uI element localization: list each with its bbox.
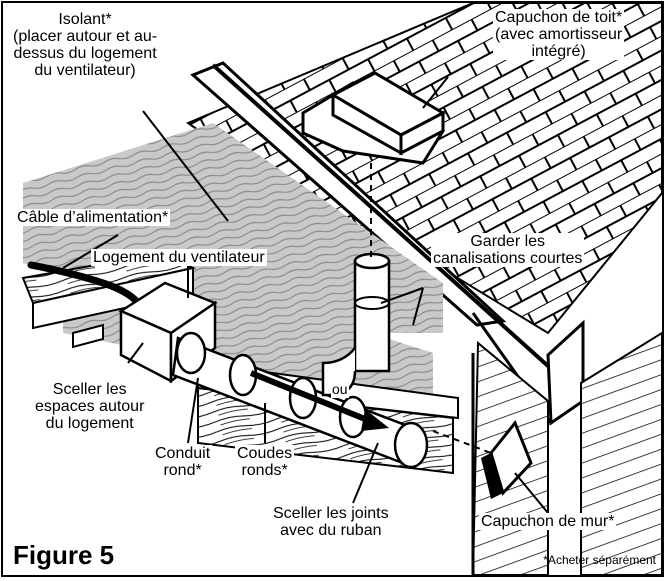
label-roof-cap-line2: (avec amortisseur: [495, 26, 623, 43]
label-insulation: Isolant* (placer autour et au- dessus du…: [11, 11, 160, 79]
label-power-cable-text: Câble d’alimentation*: [17, 209, 169, 226]
label-round-duct-line2: rond*: [163, 462, 202, 479]
label-seal-joints-line1: Sceller les joints: [273, 505, 389, 522]
wall-cap: [432, 420, 533, 499]
label-or: ou: [331, 381, 349, 398]
label-fan-housing-text: Logement du ventilateur: [93, 249, 265, 266]
label-seal-joints-line2: avec du ruban: [280, 522, 382, 539]
leader-lines: [62, 76, 549, 514]
label-roof-cap: Capuchon de toit* (avec amortisseur inté…: [493, 9, 625, 60]
label-keep-short: Garder les canalisations courtes: [431, 233, 585, 267]
label-roof-cap-line3: intégré): [531, 43, 586, 60]
round-duct: [171, 331, 429, 469]
roof-cap: [301, 71, 447, 165]
figure-title: Figure 5: [13, 540, 115, 570]
power-cable: [27, 261, 142, 307]
label-seal-housing: Sceller les espaces autour du logement: [33, 381, 147, 432]
label-insulation-line3: dessus du logement: [13, 45, 157, 62]
label-roof-cap-line1: Capuchon de toit*: [495, 9, 623, 26]
label-seal-joints: Sceller les joints avec du ruban: [271, 505, 391, 539]
airflow-arrow: [249, 370, 389, 431]
label-seal-housing-line3: du logement: [45, 415, 134, 432]
label-round-elbows-line2: ronds*: [241, 462, 288, 479]
label-round-duct: Conduit rond*: [153, 445, 213, 479]
label-wall-cap: Capuchon de mur*: [479, 513, 617, 530]
footnote: *Acheter séparément: [543, 553, 656, 567]
label-or-text: ou: [332, 381, 348, 397]
label-wall-cap-text: Capuchon de mur*: [481, 513, 615, 530]
diagram-art: [21, 3, 662, 575]
label-insulation-line4: du ventilateur): [34, 62, 136, 79]
label-insulation-line1: Isolant*: [58, 11, 112, 28]
label-insulation-line2: (placer autour et au-: [13, 28, 158, 45]
label-seal-housing-line2: espaces autour: [35, 398, 145, 415]
label-keep-short-line2: canalisations courtes: [433, 250, 583, 267]
label-round-elbows: Coudes ronds*: [235, 445, 295, 479]
label-power-cable: Câble d’alimentation*: [15, 209, 171, 226]
label-keep-short-line1: Garder les: [470, 233, 546, 250]
label-fan-housing: Logement du ventilateur: [91, 249, 267, 266]
label-seal-housing-line1: Sceller les: [52, 381, 127, 398]
label-round-duct-line1: Conduit: [155, 445, 211, 462]
label-round-elbows-line1: Coudes: [237, 445, 293, 462]
